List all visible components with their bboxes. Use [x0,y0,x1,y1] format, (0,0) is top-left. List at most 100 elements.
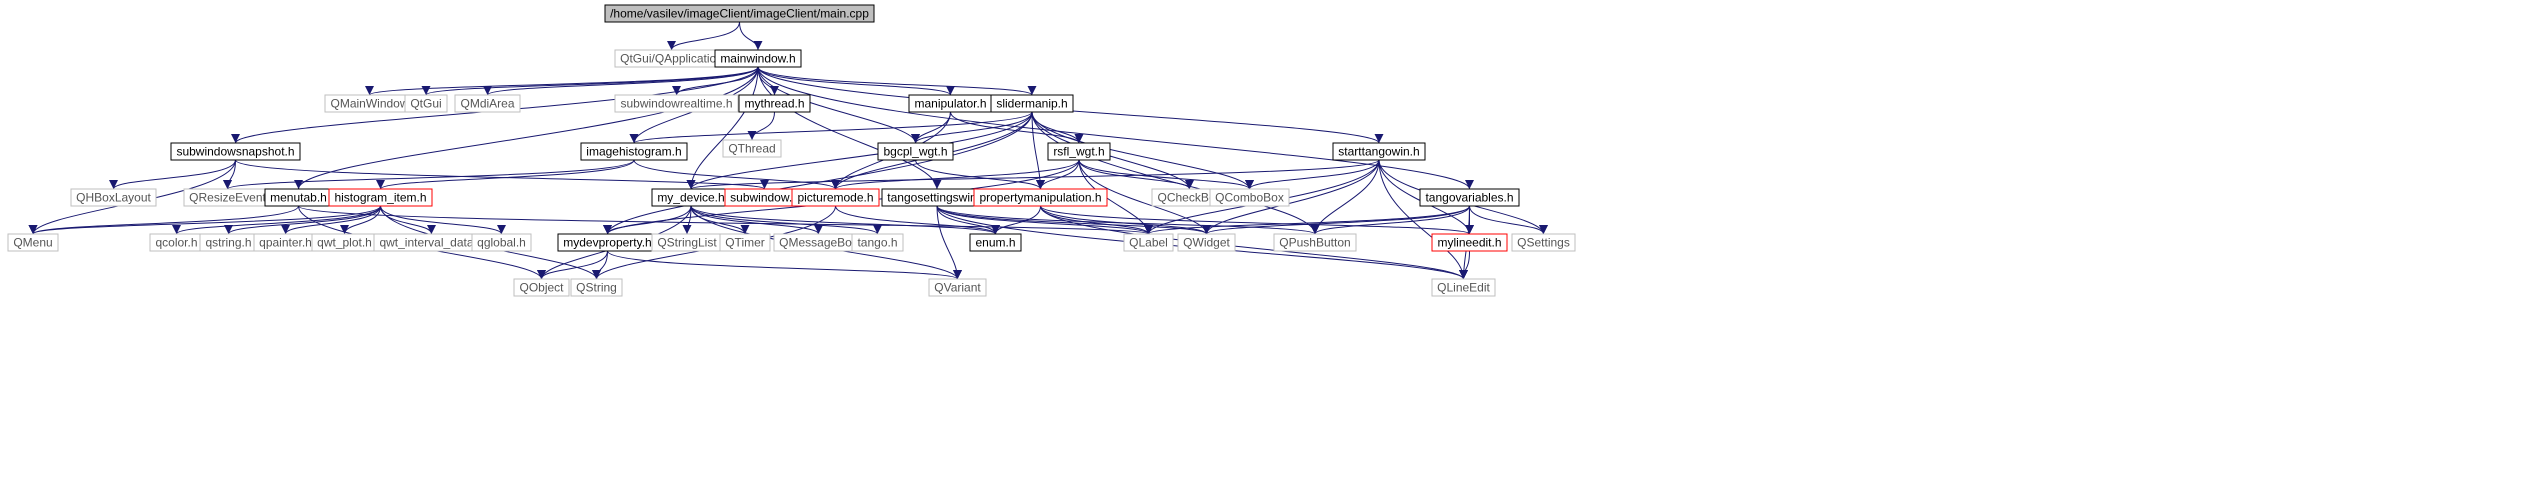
node-QtGui[interactable]: QtGui [404,94,448,113]
node-box [170,142,301,161]
node-box [570,278,623,297]
edge-my-device-h-to-enum-h [690,205,1000,235]
edge-mainwindow-h-to-manipulator-h [757,66,955,96]
node-qwt-plot-h[interactable]: qwt_plot.h [311,233,378,252]
node-label: QtGui [410,97,441,111]
node-QString[interactable]: QString [570,278,623,297]
node-box [580,142,688,161]
node-QTimer[interactable]: QTimer [719,233,771,252]
node-QSettings[interactable]: QSettings [1511,233,1576,252]
node-manipulator-h[interactable]: manipulator.h [908,94,993,113]
node-QMdiArea[interactable]: QMdiArea [454,94,521,113]
node-QLineEdit[interactable]: QLineEdit [1431,278,1496,297]
node-qpainter-h[interactable]: qpainter.h [253,233,318,252]
node-label: mainwindow.h [720,52,795,66]
node-imagehistogram-h[interactable]: imagehistogram.h [580,142,688,161]
edge-picturemode-h-to-enum-h [835,205,1000,235]
node-label: QObject [519,281,564,295]
node-label: qcolor.h [155,236,197,250]
node-box [791,188,880,207]
node-label: manipulator.h [914,97,986,111]
node-mylineedit-h[interactable]: mylineedit.h [1431,233,1508,252]
node-label: QPushButton [1279,236,1350,250]
node-QComboBox[interactable]: QComboBox [1209,188,1290,207]
node-QLabel[interactable]: QLabel [1123,233,1174,252]
node-QCheckBox[interactable]: QCheckBox [1151,188,1228,207]
node-box [513,278,570,297]
node-tango-h[interactable]: tango.h [851,233,904,252]
edge-tangosettingswin-h-to-QWidget [936,205,1211,235]
edge-mainwindow-h-to-slidermanip-h [757,66,1037,96]
edge-mydevproperty-h-to-QObject [537,250,608,280]
node-QVariant[interactable]: QVariant [928,278,987,297]
edge-mainwindow-h-to-tangosettingswin-h [757,66,942,190]
node-QThread[interactable]: QThread [722,139,782,158]
node-label: qwt_plot.h [317,236,372,250]
node-QHBoxLayout[interactable]: QHBoxLayout [70,188,157,207]
node-QMainWindow[interactable]: QMainWindow [324,94,415,113]
node-mainwindow-h[interactable]: mainwindow.h [714,49,802,68]
node-label: histogram_item.h [334,191,426,205]
node-label: QMainWindow [330,97,408,111]
node-slidermanip-h[interactable]: slidermanip.h [990,94,1074,113]
node-box [604,4,875,23]
node-tangovariables-h[interactable]: tangovariables.h [1419,188,1520,207]
node-histogram-item-h[interactable]: histogram_item.h [328,188,433,207]
node-bgcpl-wgt-h[interactable]: bgcpl_wgt.h [877,142,954,161]
node-box [1047,142,1111,161]
node-label: qglobal.h [477,236,526,250]
node-starttangowin-h[interactable]: starttangowin.h [1332,142,1426,161]
node-mydevproperty-h[interactable]: mydevproperty.h [557,233,658,252]
node-propertymanipulation-h[interactable]: propertymanipulation.h [973,188,1108,207]
node-box [1177,233,1236,252]
edge-tangosettingswin-h-to-QLabel [936,205,1153,235]
edge-my-device-h-to-QStringList [682,205,692,235]
node-qcolor-h[interactable]: qcolor.h [149,233,204,252]
edge-imagehistogram-h-to-picturemode-h [633,159,840,190]
node-QMenu[interactable]: QMenu [7,233,59,252]
node-QStringList[interactable]: QStringList [651,233,723,252]
node-label: qstring.h [205,236,251,250]
node-box [7,233,59,252]
edge-my-device-h-to-mydevproperty-h [603,205,692,235]
node-label: picturemode.h [797,191,873,205]
node-my-device-h[interactable]: my_device.h [651,188,731,207]
node-box [851,233,904,252]
edge-imagehistogram-h-to-histogram-item-h [376,159,635,190]
edge-main-cpp-to-mainwindow-h [739,21,763,51]
node-qglobal-h[interactable]: qglobal.h [471,233,532,252]
node-label: qwt_interval_data.h [379,236,483,250]
node-main-cpp[interactable]: /home/vasilev/imageClient/imageClient/ma… [604,4,875,23]
edge-mainwindow-h-to-QMdiArea [483,66,759,96]
node-mythread-h[interactable]: mythread.h [738,94,811,113]
node-subwindow-h[interactable]: subwindow.h [724,188,805,207]
node-box [738,94,811,113]
node-QObject[interactable]: QObject [513,278,570,297]
node-rsfl-wgt-h[interactable]: rsfl_wgt.h [1047,142,1111,161]
node-QWidget[interactable]: QWidget [1177,233,1236,252]
node-label: tango.h [857,236,897,250]
node-qwt-interval-data-h[interactable]: qwt_interval_data.h [373,233,490,252]
node-enum-h[interactable]: enum.h [969,233,1022,252]
node-label: QMessageBox [779,236,858,250]
edge-propertymanipulation-h-to-enum-h [991,205,1041,235]
node-QMessageBox[interactable]: QMessageBox [773,233,864,252]
node-box [471,233,532,252]
node-tangosettingswin-h[interactable]: tangosettingswin.h [881,188,993,207]
node-subwindowsnapshot-h[interactable]: subwindowsnapshot.h [170,142,301,161]
edge-mainwindow-h-to-my-device-h [686,66,759,190]
edge-tangovariables-h-to-QWidget [1202,205,1470,235]
node-QResizeEvent[interactable]: QResizeEvent [183,188,272,207]
node-picturemode-h[interactable]: picturemode.h [791,188,880,207]
edge-slidermanip-h-to-bgcpl-wgt-h [911,111,1033,144]
edge-menutab-h-to-QLabel [298,205,1153,235]
node-QtGui-QApplication[interactable]: QtGui/QApplication [614,49,729,68]
node-QPushButton[interactable]: QPushButton [1273,233,1357,252]
node-qstring-h[interactable]: qstring.h [199,233,258,252]
edge-starttangowin-h-to-my-device-h [687,159,1380,190]
node-subwindowrealtime-h[interactable]: subwindowrealtime.h [614,94,739,113]
node-box [1419,188,1520,207]
edge-slidermanip-h-to-my-device-h [686,111,1033,190]
node-menutab-h[interactable]: menutab.h [264,188,333,207]
edge-propertymanipulation-h-to-QWidget [1040,205,1211,235]
